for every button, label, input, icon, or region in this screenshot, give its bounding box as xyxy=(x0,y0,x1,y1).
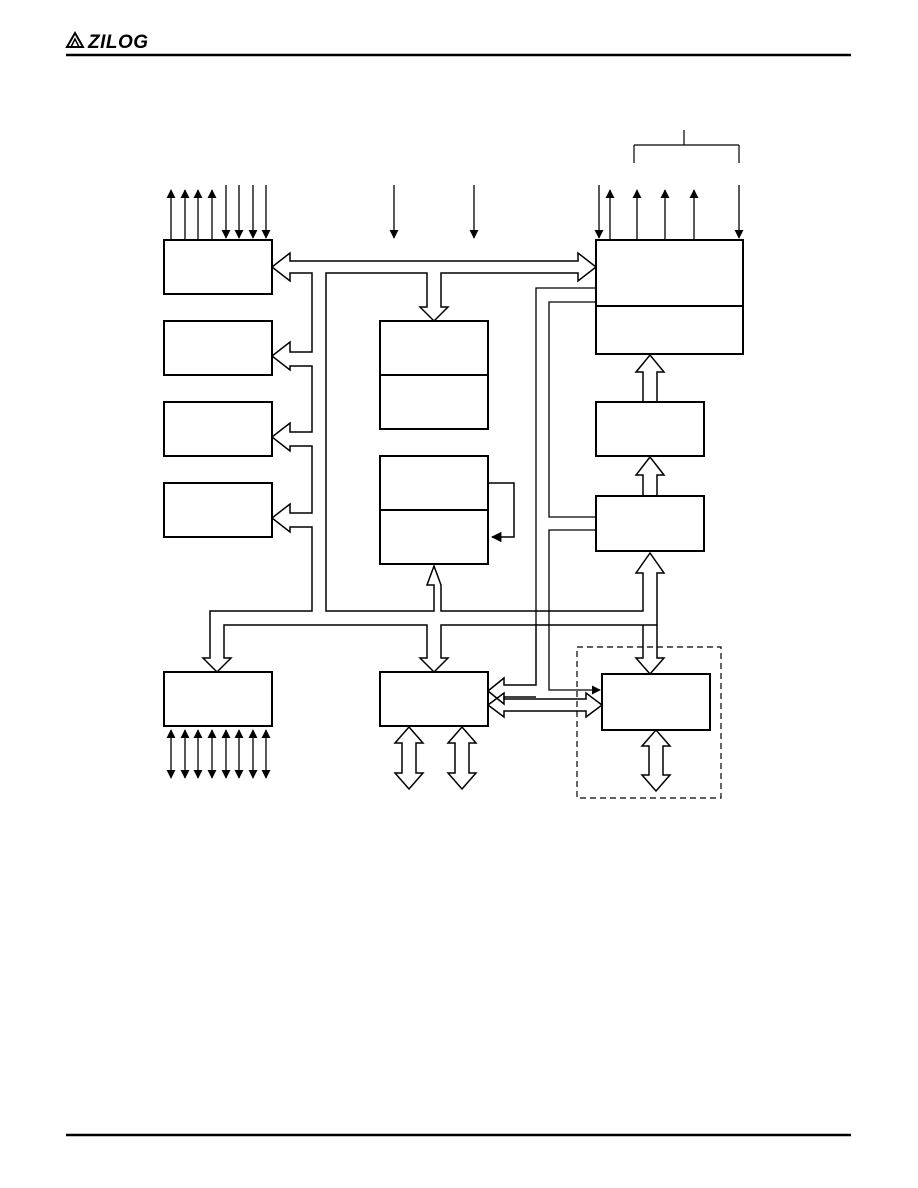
optional-block xyxy=(601,673,711,731)
right-middle-block xyxy=(595,401,705,457)
logo-wordmark: ZILOG xyxy=(87,32,149,53)
port-bottom-left-pins xyxy=(166,729,271,779)
port-block-bottom-left xyxy=(163,671,273,727)
control-lines xyxy=(535,287,601,695)
bus-right-upper xyxy=(634,353,666,402)
port-top-right-pins xyxy=(594,185,744,240)
center-middle-block xyxy=(379,455,489,565)
port-block-left-3 xyxy=(163,401,273,457)
bus-to-optional xyxy=(634,625,666,676)
right-top-block xyxy=(595,239,744,355)
center-bottom-block xyxy=(379,671,489,727)
top-right-bracket xyxy=(633,130,740,163)
feedback-loop-arrow xyxy=(488,482,515,543)
bus-center-side xyxy=(487,625,537,706)
buses xyxy=(201,251,672,793)
bus-external-2 xyxy=(446,725,478,791)
port-top-left-pins xyxy=(166,185,271,240)
bus-external-1 xyxy=(393,725,425,791)
port-block-left-2 xyxy=(163,320,273,376)
port-block-left-4 xyxy=(163,482,273,538)
bus-top-horizontal xyxy=(201,251,666,674)
right-lower-block xyxy=(595,495,705,552)
optional-boundary xyxy=(576,646,722,799)
bus-optional-external xyxy=(640,728,672,793)
block-diagram xyxy=(163,130,744,799)
bus-right-middle xyxy=(634,455,666,496)
port-block-top-left xyxy=(163,239,273,295)
zilog-logo-icon: ZILOG xyxy=(65,30,149,53)
center-input-pins xyxy=(389,185,479,239)
center-upper-block xyxy=(379,320,489,430)
